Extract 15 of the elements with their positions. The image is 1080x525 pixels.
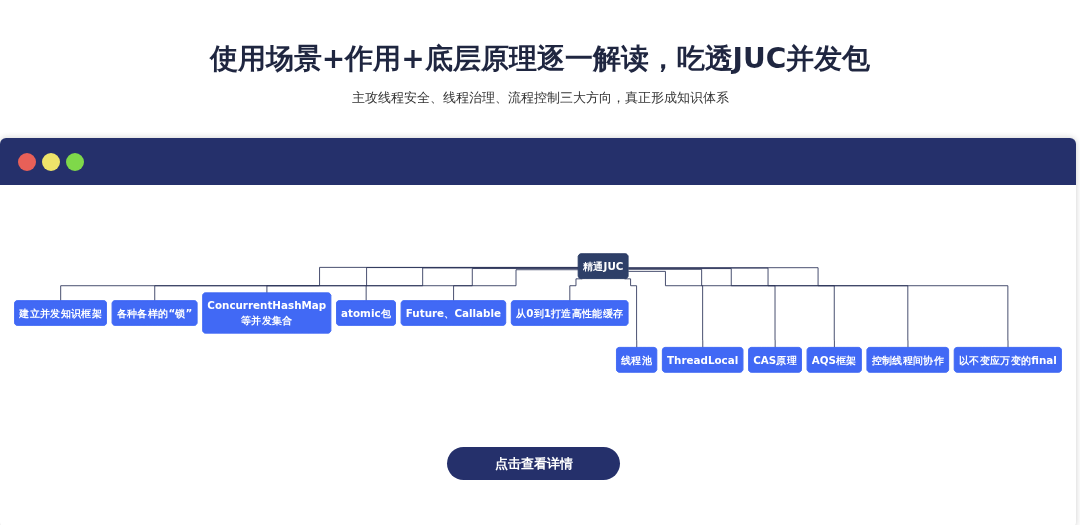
connector — [453, 269, 579, 302]
subtitle: 主攻线程安全、线程治理、流程控制三大方向，真正形成知识体系 — [351, 89, 729, 107]
connector — [627, 267, 909, 349]
connector — [624, 278, 638, 349]
connector — [627, 268, 776, 349]
details-button: 点击查看详情 — [447, 447, 620, 480]
connector — [365, 268, 579, 302]
window-panel: 精通JUC 建立并发知识框架 线程池 各种各样的“锁” ThreadLocal ConcurrentHashMap等并发集合 CAS原理 AQS框架 atomic包 控制线程间协作 Future、Callable 以不变应万变的final 从0到1打造高性能缓存 点击查看详情 — [0, 138, 1076, 525]
connector — [266, 267, 579, 294]
page-title: 使用场景+作用+底层原理逐一解读，吃透JUC并发包 — [209, 41, 871, 77]
connector — [627, 270, 704, 349]
connector — [154, 267, 579, 302]
connector — [60, 266, 579, 302]
connector — [627, 268, 835, 349]
connector — [627, 267, 1009, 349]
